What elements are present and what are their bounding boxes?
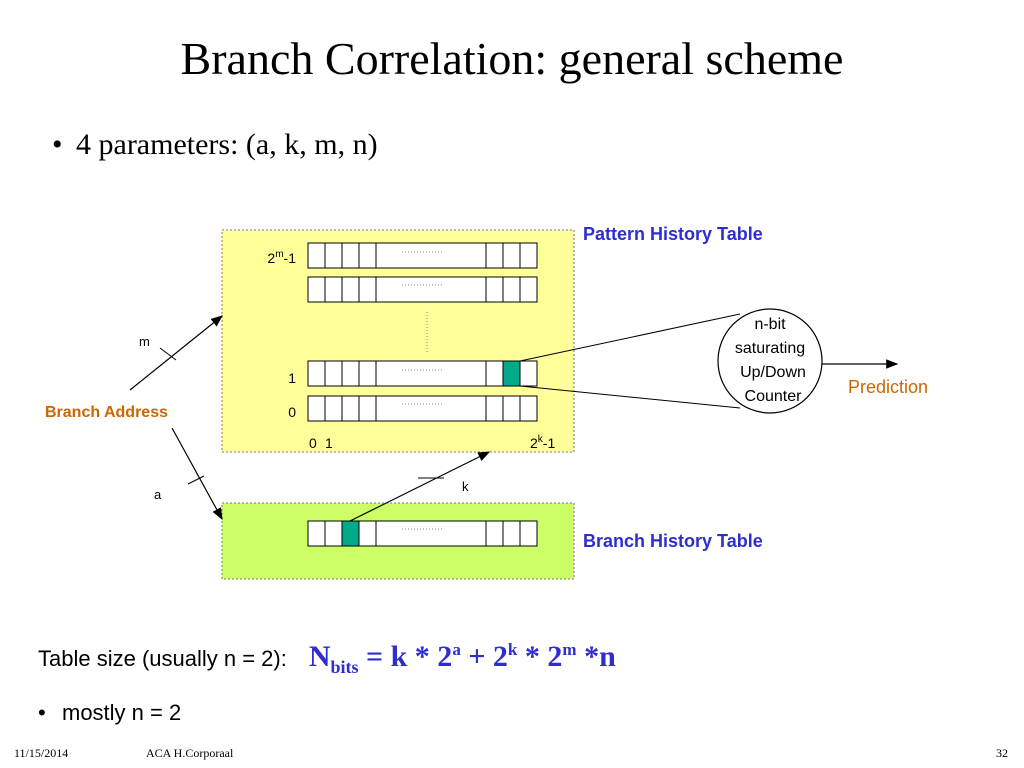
formula-prefix: Table size (usually n = 2): [38, 646, 287, 671]
pht-col-label-last: 2k-1 [530, 434, 555, 451]
footer-date: 11/15/2014 [14, 746, 69, 760]
label-k: k [462, 479, 469, 494]
pht-row-label-0: 0 [288, 404, 296, 420]
bht-highlight-cell [341, 520, 360, 547]
pht-row-top [307, 242, 538, 269]
pht-col-label-1: 1 [325, 435, 333, 451]
counter-line-2: saturating [735, 340, 805, 357]
pht-row-label-top: 2m-1 [267, 249, 296, 266]
connector-top [519, 313, 741, 362]
bullet-mostly-n-text: mostly n = 2 [62, 700, 182, 725]
pht-row-0 [307, 395, 538, 422]
pht-col-label-0: 0 [309, 435, 317, 451]
bullet-marker-2: • [38, 700, 46, 725]
arrow-bht-to-pht [349, 451, 491, 522]
arrow-to-pht [129, 315, 223, 391]
footer-page-number: 32 [996, 746, 1008, 760]
pht-row-label-1: 1 [288, 370, 296, 386]
bullet-parameters: • 4 parameters: (a, k, m, n) [52, 128, 378, 162]
pht-highlight-cell [502, 360, 521, 387]
bullet-mostly-n: • mostly n = 2 [38, 700, 181, 726]
branch-address-label: Branch Address [45, 404, 168, 421]
bullet-marker: • [52, 128, 63, 161]
pht-row-1 [307, 360, 538, 387]
connector-bottom [519, 385, 741, 409]
branch-history-table-label: Branch History Table [583, 531, 763, 551]
label-m: m [139, 334, 150, 349]
table-size-formula: Nbits = k * 2a + 2k * 2m *n [308, 640, 616, 677]
counter-line-4: Counter [745, 388, 803, 405]
slide-title: Branch Correlation: general scheme [180, 33, 844, 84]
table-size-formula-row: Table size (usually n = 2): Nbits = k * … [38, 640, 616, 678]
tick-a [187, 475, 205, 485]
bht-row [307, 520, 538, 547]
tick-m [159, 347, 177, 361]
pattern-history-table-label: Pattern History Table [583, 224, 763, 244]
counter-line-1: n-bit [754, 316, 786, 333]
label-a: a [154, 487, 162, 502]
footer-author: ACA H.Corporaal [146, 746, 234, 760]
counter-circle [717, 308, 823, 414]
bullet-parameters-text: 4 parameters: (a, k, m, n) [76, 128, 378, 161]
prediction-label: Prediction [848, 377, 928, 397]
pht-row-second [307, 276, 538, 303]
arrow-to-bht [171, 427, 223, 521]
counter-line-3: Up/Down [740, 364, 806, 381]
